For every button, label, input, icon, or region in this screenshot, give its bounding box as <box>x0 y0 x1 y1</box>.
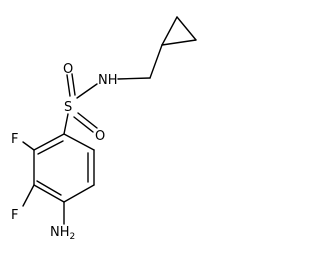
bond-ch2-nh <box>117 77 151 80</box>
atom-nh-label: NH <box>98 73 118 88</box>
atom-s-label: S <box>64 100 72 115</box>
atom-nh2-label: NH2 <box>50 225 75 242</box>
bond-ring-ch2 <box>149 44 163 79</box>
atom-nh2-subscript: 2 <box>70 232 76 242</box>
bond-nh-s <box>76 83 98 99</box>
bond-s-o-bottom <box>73 112 98 133</box>
bond-ring-f-lower <box>22 184 35 207</box>
bond-cp-a <box>161 16 178 46</box>
molecule-structure: NH S O O F F NH2 <box>11 16 197 242</box>
bond-s-o-top <box>66 73 76 97</box>
atom-f-upper-label: F <box>11 132 18 147</box>
atom-o-bottom-label: O <box>95 129 105 144</box>
cyclopropyl-ring <box>161 16 197 46</box>
bond-cp-c <box>161 39 197 46</box>
bond-s-ring <box>63 113 69 135</box>
atom-nh2-main: NH <box>50 225 70 240</box>
benzene-ring <box>33 133 95 203</box>
atom-o-top-label: O <box>63 62 73 77</box>
atom-f-lower-label: F <box>11 208 18 223</box>
bond-ring-f-upper <box>22 141 35 151</box>
bond-cp-b <box>176 16 197 41</box>
